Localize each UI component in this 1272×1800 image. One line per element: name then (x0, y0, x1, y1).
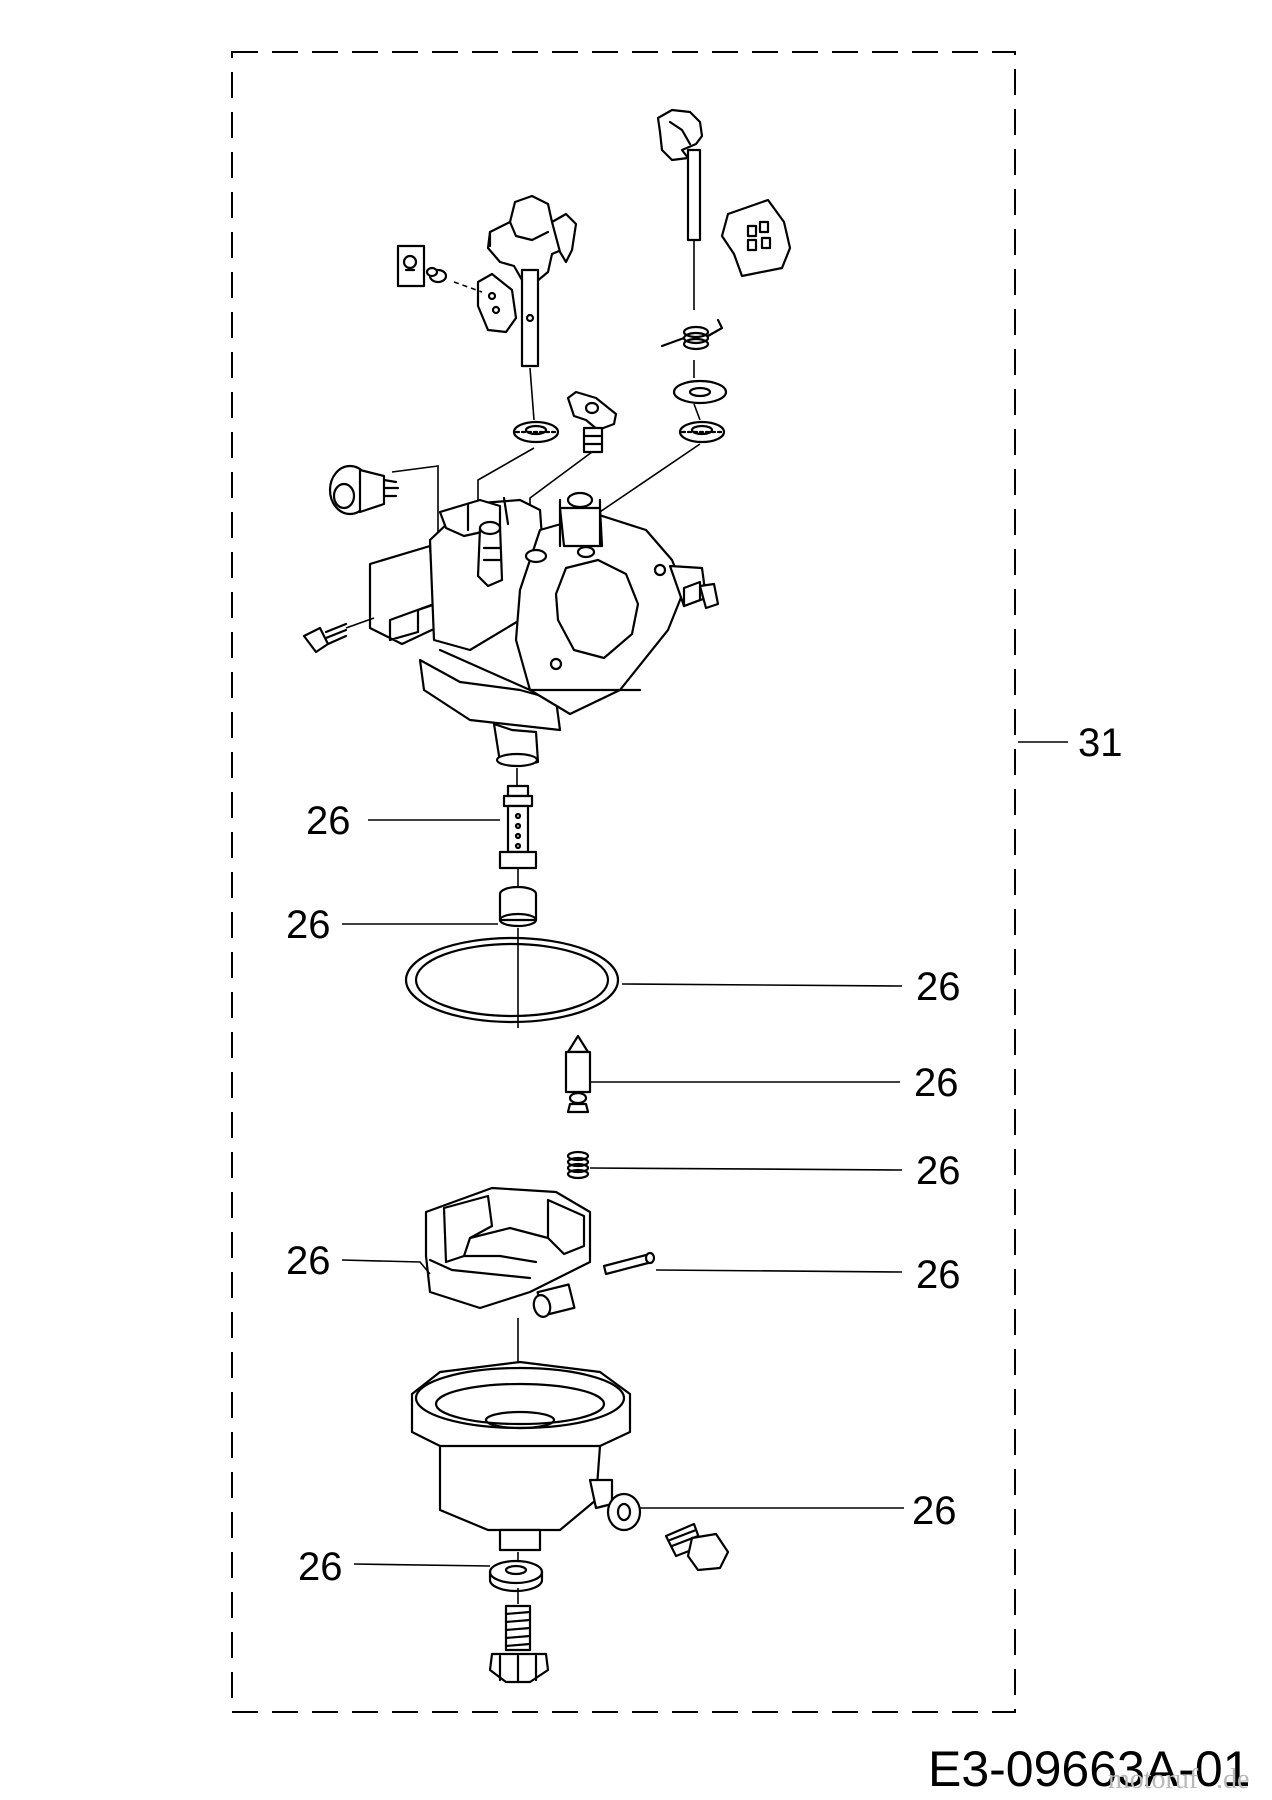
callout-leader-7 (655, 1269, 903, 1273)
part-callout: 26 (912, 1489, 957, 1533)
part-callout: 26 (916, 965, 961, 1009)
choke-plate (453, 272, 518, 334)
needle-spring (566, 1150, 590, 1180)
part-callout: 26 (298, 1545, 343, 1589)
callout-leader-9 (353, 1563, 491, 1567)
choke-axis (529, 367, 535, 421)
emulsion-tube (498, 784, 538, 870)
carburetor-body (368, 491, 720, 768)
inlet-needle (564, 1034, 592, 1114)
pilot-screw-leader (345, 617, 375, 629)
callout-leader-3 (621, 983, 903, 987)
float (424, 1186, 592, 1318)
assembly-callout: 31 (1078, 721, 1123, 765)
watermark-suffix: .de (1216, 1764, 1249, 1795)
choke-shaft (486, 194, 578, 368)
pilot-screw (302, 622, 348, 654)
idle-mixture-screw (328, 464, 400, 516)
throttle-plate (720, 198, 792, 278)
watermark: motoruf (1108, 1764, 1199, 1795)
part-callout: 26 (916, 1253, 961, 1297)
callout-leader-6 (341, 1259, 431, 1275)
bowl-drain-screw (664, 1522, 730, 1572)
throttle-axis (693, 403, 701, 421)
float-pin (602, 1251, 656, 1276)
throttle-shaft (656, 108, 704, 310)
part-callout: 26 (286, 903, 331, 947)
part-callout: 26 (914, 1061, 959, 1105)
float-bowl-gasket (404, 936, 620, 1024)
fast-idle-lever (566, 390, 618, 454)
bowl-drain-washer (606, 1492, 642, 1532)
throttle-shaft-seal (678, 420, 726, 444)
bowl-nut-washer (488, 1559, 544, 1593)
part-callout: 26 (916, 1149, 961, 1193)
assembly-boundary (231, 51, 1016, 1713)
bowl-retaining-bolt (488, 1604, 550, 1684)
part-callout: 26 (306, 799, 351, 843)
throttle-return-spring (660, 318, 724, 351)
float-bowl (410, 1360, 632, 1552)
drawing-code: E3-09663A-01 (928, 1741, 1250, 1797)
choke-plate-screw (396, 244, 448, 288)
throttle-shaft-washer (672, 360, 728, 405)
main-jet (498, 885, 538, 928)
callout-leader-5 (589, 1167, 903, 1171)
part-callout: 26 (286, 1239, 331, 1283)
choke-shaft-seal (512, 420, 560, 444)
